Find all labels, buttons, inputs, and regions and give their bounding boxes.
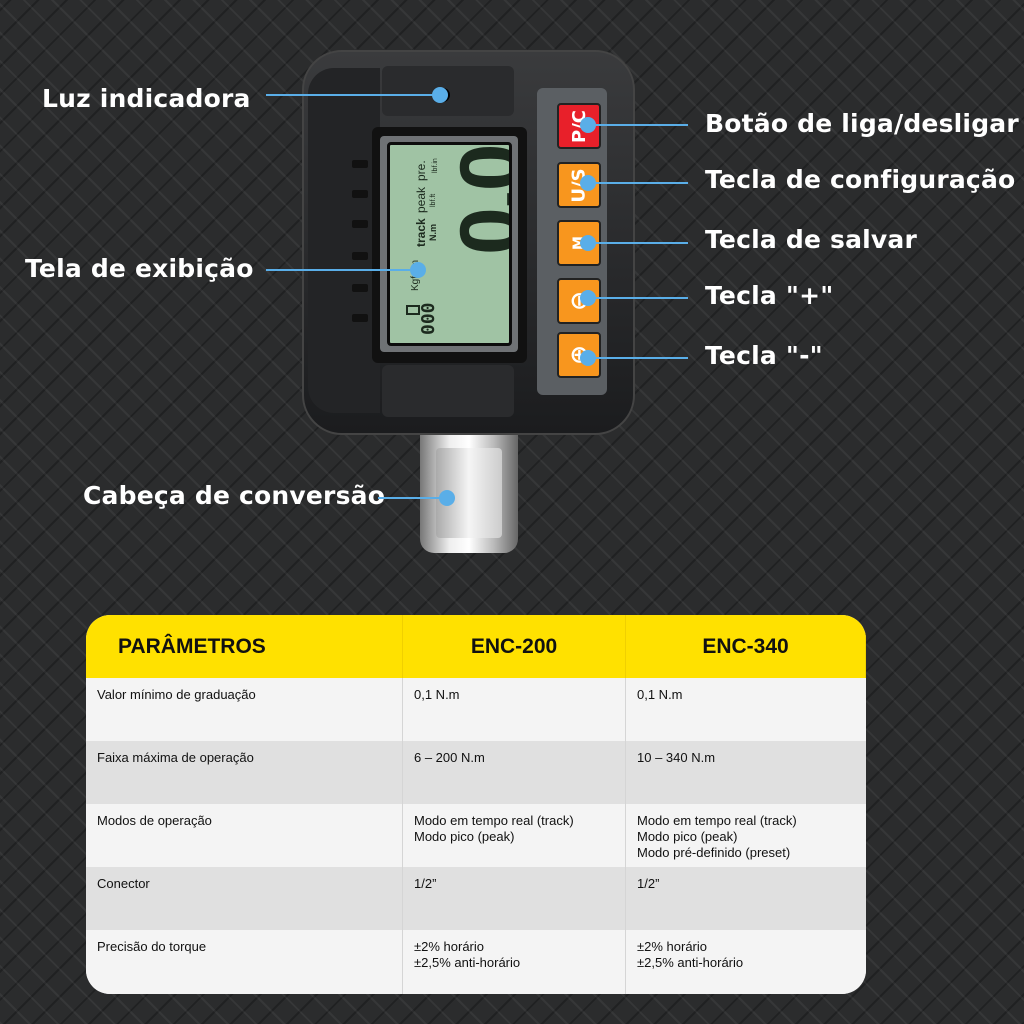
table-row: Precisão do torque±2% horário±2,5% anti-… — [86, 930, 866, 994]
enc200-cell: Modo em tempo real (track)Modo pico (pea… — [403, 804, 626, 867]
param-cell: Valor mínimo de graduação — [86, 678, 403, 741]
callout-config-key: Tecla de configuração — [705, 165, 1016, 194]
grip-slot — [352, 160, 368, 168]
lcd-unit-nm: N.m — [428, 223, 438, 241]
enc340-cell: ±2% horário±2,5% anti-horário — [626, 930, 866, 994]
cell-line: 1/2” — [637, 876, 660, 891]
callout-line — [378, 497, 447, 499]
table-row: Faixa máxima de operação 6 – 200 N.m 10 – … — [86, 741, 866, 804]
callout-dot — [580, 175, 596, 191]
enc200-cell: 1/2” — [403, 867, 626, 930]
cell-line: 10 – 340 N.m — [637, 750, 716, 765]
cell-line: 0,1 N.m — [637, 687, 683, 702]
callout-line — [588, 242, 688, 244]
enc340-cell: Modo em tempo real (track)Modo pico (pea… — [626, 804, 866, 867]
grip-slot — [352, 284, 368, 292]
callout-line — [588, 124, 688, 126]
cell-line: ±2% horário — [414, 939, 485, 954]
header-enc340: ENC-340 — [626, 615, 866, 678]
callout-dot — [439, 490, 455, 506]
cell-line: 1/2” — [414, 876, 437, 891]
callout-dot — [432, 87, 448, 103]
lcd-mode-preset: pre. — [414, 160, 428, 181]
lcd-screen: 0.00 track peak pre. Kgf.cm N.m lbf.ft l… — [387, 142, 512, 346]
lcd-small-reading: 000 — [418, 302, 439, 335]
enc340-cell: 10 – 340 N.m — [626, 741, 866, 804]
callout-save-key: Tecla de salvar — [705, 225, 918, 254]
callout-display-screen: Tela de exibição — [25, 254, 254, 283]
callout-dot — [580, 117, 596, 133]
callout-dot — [410, 262, 426, 278]
bottom-cap — [382, 365, 514, 417]
callout-line — [266, 94, 440, 96]
table-row: Valor mínimo de graduação 0,1 N.m 0,1 N.m — [86, 678, 866, 741]
callout-line — [588, 182, 688, 184]
enc340-cell: 0,1 N.m — [626, 678, 866, 741]
callout-dot — [580, 290, 596, 306]
specs-table: PARÂMETROS ENC-200 ENC-340 Valor mínimo … — [86, 615, 866, 994]
grip-slot — [352, 220, 368, 228]
battery-icon — [406, 305, 420, 315]
callout-line — [588, 297, 688, 299]
cell-line: Modo pico (peak) — [414, 829, 515, 844]
callout-conversion-head: Cabeça de conversão — [83, 481, 386, 510]
param-cell: Conector — [86, 867, 403, 930]
cell-line: Modo pré-definido (preset) — [637, 845, 791, 860]
cell-line: Modo em tempo real (track) — [637, 813, 797, 828]
header-enc200: ENC-200 — [403, 615, 626, 678]
enc200-cell: ±2% horário±2,5% anti-horário — [403, 930, 626, 994]
header-parameters: PARÂMETROS — [86, 615, 403, 678]
cell-line: 0,1 N.m — [414, 687, 460, 702]
callout-minus-key: Tecla "-" — [705, 341, 823, 370]
lcd-mode-peak: peak — [414, 186, 428, 213]
cell-line: Modo pico (peak) — [637, 829, 738, 844]
cell-line: 6 – 200 N.m — [414, 750, 485, 765]
grip-slot — [352, 190, 368, 198]
cell-line: ±2,5% anti-horário — [637, 955, 744, 970]
enc200-cell: 0,1 N.m — [403, 678, 626, 741]
callout-line — [588, 357, 688, 359]
cell-line: Modo em tempo real (track) — [414, 813, 574, 828]
enc340-cell: 1/2” — [626, 867, 866, 930]
lcd-main-reading: 0.00 — [443, 145, 512, 255]
table-header: PARÂMETROS ENC-200 ENC-340 — [86, 615, 866, 678]
callout-indicator-light: Luz indicadora — [42, 84, 251, 113]
lcd-unit-lbfin: lbf.in — [432, 158, 439, 173]
table-row: Conector 1/2” 1/2” — [86, 867, 866, 930]
cell-line: ±2,5% anti-horário — [414, 955, 521, 970]
callout-dot — [580, 350, 596, 366]
callout-plus-key: Tecla "+" — [705, 281, 834, 310]
callout-line — [266, 269, 418, 271]
param-cell: Faixa máxima de operação — [86, 741, 403, 804]
side-grip — [308, 68, 380, 413]
enc200-cell: 6 – 200 N.m — [403, 741, 626, 804]
param-cell: Modos de operação — [86, 804, 403, 867]
param-cell: Precisão do torque — [86, 930, 403, 994]
lcd-unit-lbfft: lbf.ft — [430, 193, 437, 207]
callout-power-button: Botão de liga/desligar — [705, 109, 1019, 138]
cell-line: ±2% horário — [637, 939, 708, 954]
grip-slot — [352, 252, 368, 260]
callout-dot — [580, 235, 596, 251]
grip-slot — [352, 314, 368, 322]
lcd-mode-track: track — [414, 218, 428, 247]
